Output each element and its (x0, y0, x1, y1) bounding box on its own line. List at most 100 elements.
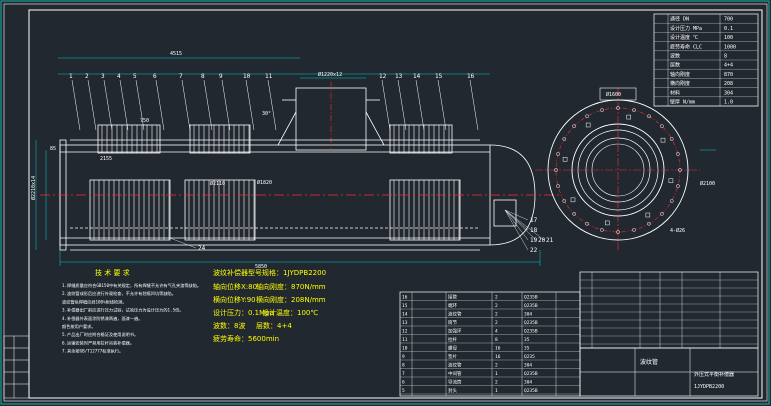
dim-angle: 30° (262, 111, 271, 117)
note-line: 1.焊缝质量应符合GB150中有关规定，所有焊缝不允许有气孔夹渣等缺陷。 (62, 282, 201, 289)
bolt-hole (600, 228, 604, 232)
balloon-16: 16 (467, 73, 475, 80)
bom-no: 11 (402, 337, 408, 343)
param-label: 轴向刚度 (670, 71, 690, 78)
bolt-hole (659, 211, 664, 216)
bolt-hole (632, 108, 636, 112)
balloon-17: 17 (530, 217, 538, 224)
dim-side-od: Ø1600 (606, 91, 621, 98)
bolt-hole (616, 106, 620, 110)
note-line: 3.补偿器出厂前应进行压力试验，试验压力为设计压力的1.5倍。 (62, 307, 183, 314)
bolt-hole (556, 184, 560, 188)
bolt-hole (669, 199, 674, 203)
spec-row1b: 轴向刚度：870N/mm (256, 282, 326, 291)
bom-qty: 2 (495, 320, 498, 326)
bom-qty: 2 (495, 380, 498, 386)
dim-bolt: 4-Ø26 (670, 227, 685, 234)
bolt-hole (572, 124, 577, 129)
param-value: 0.1 (724, 26, 733, 32)
bolt-hole (678, 168, 682, 172)
bom-mat: Q235B (524, 329, 538, 335)
bom-no: 7 (402, 371, 405, 377)
lug (626, 114, 631, 120)
balloon-19: 19 (530, 237, 538, 244)
bom-qty: 16 (495, 354, 501, 360)
note-line: 4.补偿器外表面涂防锈漆两遍，面漆一遍。 (62, 315, 142, 322)
notes-heading: 技 术 要 求 (95, 268, 130, 277)
bom-no: 10 (402, 346, 408, 352)
bom-name: 接管 (448, 294, 457, 301)
bellows-top-right (389, 124, 453, 154)
bom-no: 16 (402, 295, 408, 301)
bom-mat: 35 (524, 337, 530, 343)
lug (605, 220, 610, 226)
spec-title: 波纹补偿器型号规格：1JYDPB2200 (213, 268, 326, 277)
balloon-18: 18 (530, 227, 538, 234)
spec-row3b: 设计温度：100℃ (262, 308, 318, 317)
dim-bellows-od: Ø2110 (210, 180, 225, 187)
bolt-hole (562, 199, 567, 203)
drawing-border (28, 9, 763, 399)
bom-no: 12 (402, 329, 408, 335)
bom-no: 8 (402, 363, 405, 369)
bom-qty: 1 (495, 388, 498, 394)
bolt-hole (659, 124, 664, 129)
balloon-1: 1 (69, 73, 73, 80)
bom-no: 14 (402, 312, 408, 318)
bom-mat: Q235B (524, 303, 538, 309)
bom-name: 垫片 (448, 353, 457, 360)
bolt-hole (562, 137, 567, 141)
bom-name: 封头 (448, 387, 457, 394)
bom-mat: Q235B (524, 371, 538, 377)
balloon-21: 21 (546, 237, 554, 244)
lug (660, 137, 666, 143)
bom-no: 6 (402, 380, 405, 386)
param-value: 4+4 (724, 63, 733, 69)
bom-mat: 35 (524, 346, 530, 352)
dim-bellows-od2: Ø1820 (257, 179, 272, 186)
bom-no: 9 (402, 354, 405, 360)
bom-name: 端环 (448, 302, 457, 309)
title-product: 外压式平衡补偿器 (694, 371, 734, 378)
balloon-5: 5 (133, 73, 137, 80)
balloon-11: 11 (265, 73, 273, 80)
frame-border (3, 3, 768, 402)
bolt-hole (632, 228, 636, 232)
param-value: 208 (724, 81, 733, 87)
bolt-hole (647, 114, 651, 119)
bom-no: 13 (402, 320, 408, 326)
note-line: 2.波纹管成形后应进行外观检查，不允许有划痕凹坑等缺陷。 (62, 290, 176, 297)
param-value: 870 (724, 72, 733, 78)
dim-spacing: 750 (140, 118, 149, 124)
lug (645, 212, 651, 218)
bom-no: 5 (402, 388, 405, 394)
bom-qty: 8 (495, 337, 498, 343)
title-drawing-no: 1JYDPB2200 (694, 384, 724, 390)
bolt-hole (600, 108, 604, 112)
note-line: 7.其余按GB/T12777标准执行。 (62, 348, 123, 355)
param-label: 波数 (670, 53, 680, 60)
dimension-texts: 4515 5850 Ø1220x12 30° 2155 Ø1820 Ø2210x… (30, 51, 715, 270)
bom-mat: Q235B (524, 320, 538, 326)
param-label: 壁厚 N/mm (670, 99, 695, 106)
bom-qty: 2 (495, 312, 498, 318)
dim-overall-top: 4515 (170, 51, 182, 57)
param-label: 横向刚度 (670, 80, 690, 87)
bom-no: 15 (402, 303, 408, 309)
side-view (535, 87, 716, 250)
balloon-14: 14 (413, 73, 421, 80)
balloon-3: 3 (101, 73, 105, 80)
spec-row3a: 设计压力：0.1Mpa (213, 308, 274, 317)
title-block: 波纹管 外压式平衡补偿器 1JYDPB2200 (579, 347, 759, 397)
bom-qty: 4 (495, 329, 498, 335)
dim-height: Ø2210x14 (30, 176, 37, 200)
param-value: 1.0 (724, 100, 733, 106)
bolt-hole (585, 114, 589, 119)
bolt-hole (572, 211, 577, 216)
elevation-view (35, 57, 541, 266)
bom-mat: Q235B (524, 388, 538, 394)
bom-qty: 1 (495, 371, 498, 377)
